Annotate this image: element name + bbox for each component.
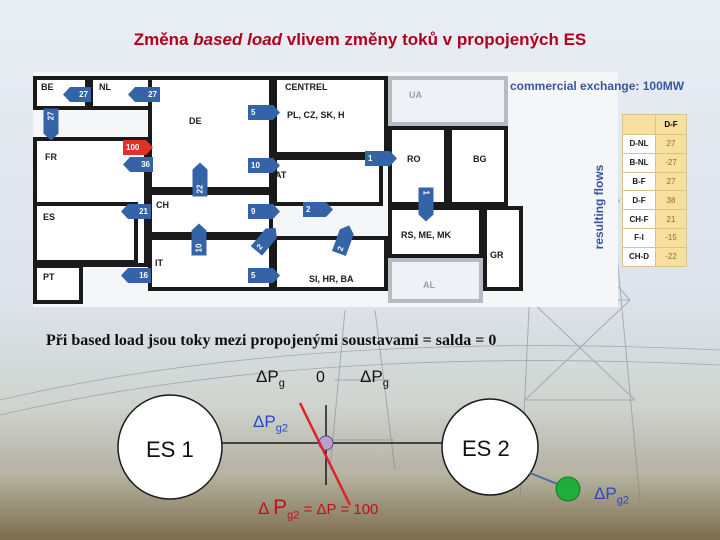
region-de bbox=[148, 76, 273, 191]
region-gr-right bbox=[483, 206, 523, 291]
label-fr: FR bbox=[45, 152, 57, 162]
label-al: AL bbox=[423, 280, 435, 290]
label-nl: NL bbox=[99, 82, 111, 92]
flow-arrow: 22 bbox=[193, 163, 208, 197]
label-bg: BG bbox=[473, 154, 487, 164]
table-row: B-NL-27 bbox=[623, 153, 687, 172]
label-pt: PT bbox=[43, 272, 55, 282]
table-row: CH-D-22 bbox=[623, 247, 687, 266]
label-ch: CH bbox=[156, 200, 169, 210]
slide-title: Změna based load vlivem změny toků v pro… bbox=[0, 30, 720, 50]
delta-pg-right: ΔPg bbox=[360, 367, 389, 389]
label-es: ES bbox=[43, 212, 55, 222]
label-be: BE bbox=[41, 82, 54, 92]
flow-map: BE NL CENTREL PL, CZ, SK, H UA DE FR AT … bbox=[33, 72, 618, 307]
label-de: DE bbox=[189, 116, 202, 126]
label-ua: UA bbox=[409, 90, 422, 100]
label-si-hr-ba: SI, HR, BA bbox=[309, 274, 354, 284]
region-pt bbox=[33, 264, 83, 304]
delta-pg-left: ΔPg bbox=[256, 367, 285, 389]
label-it: IT bbox=[155, 258, 163, 268]
delta-pg2-right: ΔPg2 bbox=[594, 484, 629, 506]
label-centrel: CENTREL bbox=[285, 82, 328, 92]
region-ua bbox=[388, 76, 508, 126]
region-bg bbox=[448, 126, 508, 206]
region-al bbox=[388, 258, 483, 303]
es1-label: ES 1 bbox=[146, 437, 194, 463]
label-at: AT bbox=[275, 170, 286, 180]
table-row: F-I-15 bbox=[623, 228, 687, 247]
zero-label: 0 bbox=[316, 369, 325, 387]
es2-label: ES 2 bbox=[462, 436, 510, 462]
label-gr: GR bbox=[490, 250, 504, 260]
commercial-exchange-label: commercial exchange: 100MW bbox=[510, 79, 684, 93]
flow-arrow: 1 bbox=[419, 188, 434, 222]
flow-arrow: 16 bbox=[121, 268, 151, 283]
green-generator-node bbox=[556, 477, 580, 501]
equation-label: Δ Pg2 = ΔP = 100 bbox=[258, 496, 378, 521]
table-header: D-F bbox=[656, 115, 687, 135]
resulting-flows-label: resulting flows bbox=[589, 143, 609, 271]
based-load-note: Při based load jsou toky mezi propojeným… bbox=[46, 332, 496, 350]
label-ro: RO bbox=[407, 154, 421, 164]
delta-pg2-mid: ΔPg2 bbox=[253, 412, 288, 434]
flow-arrow: 9 bbox=[248, 204, 280, 219]
region-ro bbox=[388, 126, 448, 206]
red-flow-line bbox=[300, 403, 350, 505]
flow-arrow: 27 bbox=[44, 109, 59, 141]
label-pl-cz-sk-h: PL, CZ, SK, H bbox=[287, 110, 345, 120]
label-rs-me-mk: RS, ME, MK bbox=[401, 230, 451, 240]
